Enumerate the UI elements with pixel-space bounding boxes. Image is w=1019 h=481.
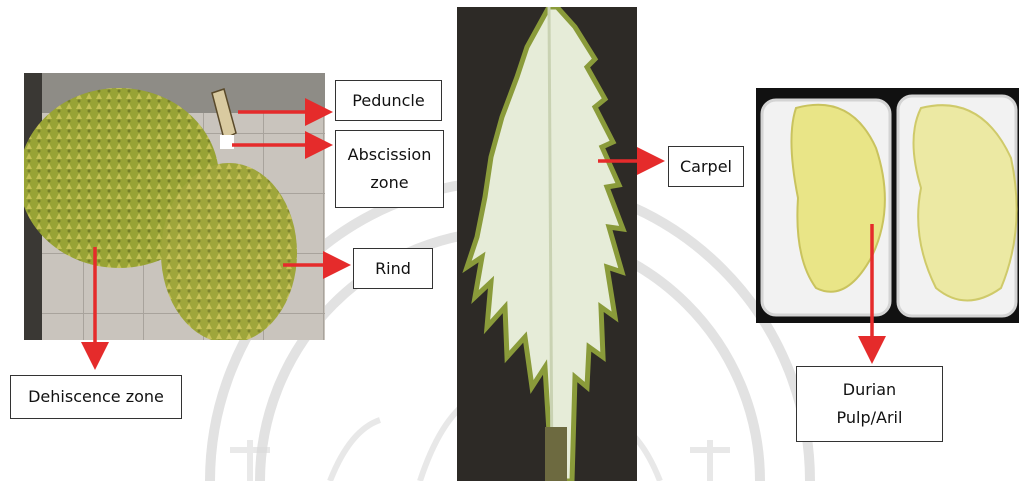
dehiscence-label-text: Dehiscence zone [28, 383, 164, 411]
abscission-zone-label: Abscission zone [335, 130, 444, 208]
dehiscence-zone-label: Dehiscence zone [10, 375, 182, 419]
peduncle-label-text: Peduncle [352, 87, 424, 115]
durian-pulp-aril-label: Durian Pulp/Aril [796, 366, 943, 442]
carpel-label-text: Carpel [680, 153, 732, 181]
rind-label: Rind [353, 248, 433, 289]
abscission-label-line1: Abscission [348, 141, 432, 169]
rind-label-text: Rind [375, 255, 411, 283]
peduncle-label: Peduncle [335, 80, 442, 121]
durian-carpel-photo [457, 7, 637, 481]
durian-pulp-photo [756, 88, 1019, 323]
carpel-label: Carpel [668, 146, 744, 187]
durian-whole-photo [24, 73, 325, 340]
pulp-label-line1: Durian [837, 376, 903, 404]
pulp-label-line2: Pulp/Aril [837, 404, 903, 432]
abscission-label-line2: zone [348, 169, 432, 197]
